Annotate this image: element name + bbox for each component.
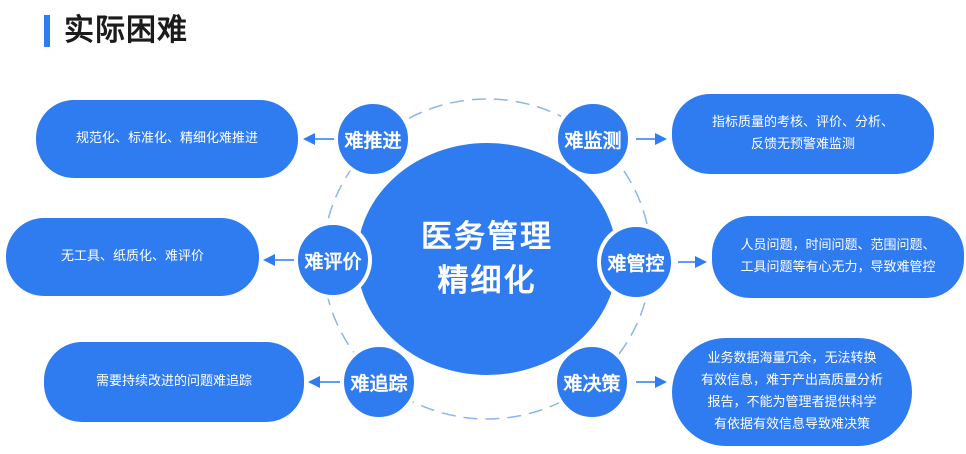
title-accent-bar — [44, 15, 50, 47]
box-tuijin: 规范化、标准化、精细化难推进 — [36, 100, 298, 178]
node-zhuizong: 难追踪 — [340, 343, 418, 421]
center-circle: 医务管理 精细化 — [357, 143, 617, 375]
page-title: 实际困难 — [64, 13, 188, 48]
node-jiance: 难监测 — [554, 100, 632, 178]
box-zhuizong: 需要持续改进的问题难追踪 — [44, 342, 304, 422]
box-guankong: 人员问题，时间问题、范围问题、 工具问题等有心无力，导致难管控 — [712, 216, 964, 298]
box-jiance: 指标质量的考核、评价、分析、 反馈无预警难监测 — [672, 94, 934, 174]
center-line-2: 精细化 — [437, 263, 537, 299]
node-guankong: 难管控 — [597, 223, 675, 301]
node-juece: 难决策 — [553, 343, 631, 421]
box-pingjia: 无工具、纸质化、难评价 — [6, 218, 259, 296]
node-tuijin: 难推进 — [334, 100, 412, 178]
box-juece: 业务数据海量冗余，无法转换 有效信息，难于产出高质量分析 报告，不能为管理者提供… — [672, 338, 912, 446]
node-pingjia: 难评价 — [294, 221, 372, 299]
center-line-1: 医务管理 — [421, 219, 553, 255]
